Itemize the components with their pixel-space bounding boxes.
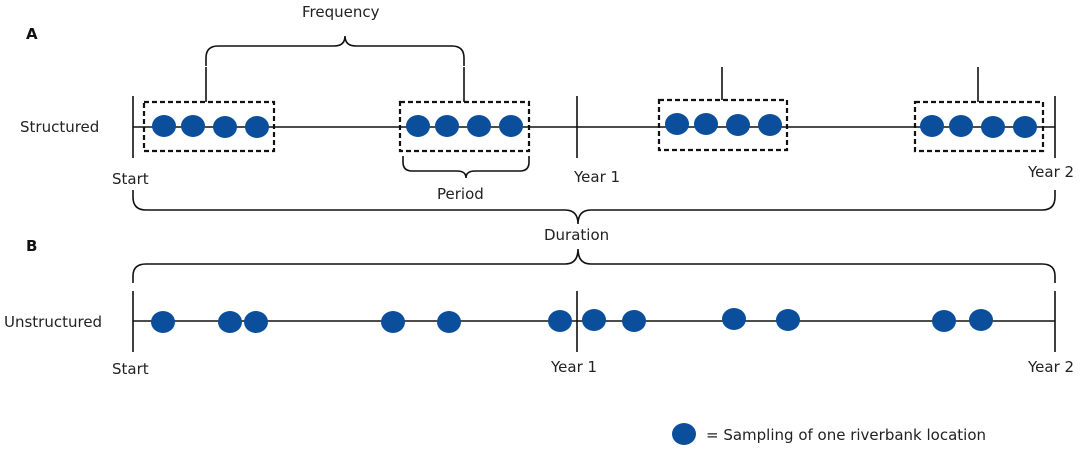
sampling-dot bbox=[981, 116, 1005, 138]
sampling-dot bbox=[722, 308, 746, 330]
sampling-dot bbox=[151, 311, 175, 333]
legend: = Sampling of one riverbank location bbox=[672, 423, 986, 445]
duration-brace-bottom bbox=[132, 248, 1056, 283]
frequency-brace bbox=[205, 35, 465, 66]
sampling-dot bbox=[949, 115, 973, 137]
unstructured-year2-label: Year 2 bbox=[1027, 358, 1074, 376]
sampling-period-box bbox=[142, 100, 276, 153]
frequency-label: Frequency bbox=[302, 3, 380, 21]
sampling-dot bbox=[467, 115, 491, 137]
period-label: Period bbox=[437, 185, 484, 203]
sampling-dot bbox=[437, 311, 461, 333]
structured-label: Structured bbox=[20, 118, 99, 136]
sampling-dot bbox=[181, 115, 205, 137]
sampling-dot bbox=[665, 113, 689, 135]
structured-year2-label: Year 2 bbox=[1027, 163, 1074, 181]
sampling-dot bbox=[548, 310, 572, 332]
unstructured-start-label: Start bbox=[112, 360, 149, 378]
unstructured-samples bbox=[151, 308, 993, 333]
sampling-dot bbox=[245, 116, 269, 138]
period-brace bbox=[402, 156, 530, 179]
panel-a-label: A bbox=[26, 25, 38, 43]
duration-brace-top bbox=[132, 190, 1056, 225]
sampling-dot bbox=[582, 309, 606, 331]
unstructured-year1-label: Year 1 bbox=[550, 358, 597, 376]
sampling-dot bbox=[381, 311, 405, 333]
sampling-period-box bbox=[913, 100, 1045, 153]
sampling-dot bbox=[622, 310, 646, 332]
sampling-dot bbox=[152, 115, 176, 137]
sampling-dot bbox=[776, 309, 800, 331]
sampling-dot bbox=[920, 115, 944, 137]
sampling-dot bbox=[213, 116, 237, 138]
sampling-dot bbox=[758, 114, 782, 136]
sampling-dot bbox=[406, 115, 430, 137]
sampling-period-box bbox=[657, 98, 789, 152]
sampling-dot bbox=[969, 309, 993, 331]
sampling-dot bbox=[244, 311, 268, 333]
structured-year1-label: Year 1 bbox=[573, 168, 620, 186]
sampling-dot bbox=[694, 113, 718, 135]
sampling-dot bbox=[499, 115, 523, 137]
panel-b-label: B bbox=[26, 237, 37, 255]
structured-start-label: Start bbox=[112, 170, 149, 188]
sampling-dot bbox=[218, 311, 242, 333]
duration-label: Duration bbox=[544, 226, 609, 244]
structured-timeline bbox=[132, 96, 1056, 158]
sampling-dot bbox=[1013, 116, 1037, 138]
sampling-dot bbox=[726, 114, 750, 136]
structured-samples bbox=[152, 113, 1037, 138]
legend-text: = Sampling of one riverbank location bbox=[706, 426, 986, 444]
sampling-dot bbox=[435, 115, 459, 137]
unstructured-label: Unstructured bbox=[4, 313, 102, 331]
legend-dot bbox=[672, 423, 696, 445]
sampling-dot bbox=[932, 310, 956, 332]
